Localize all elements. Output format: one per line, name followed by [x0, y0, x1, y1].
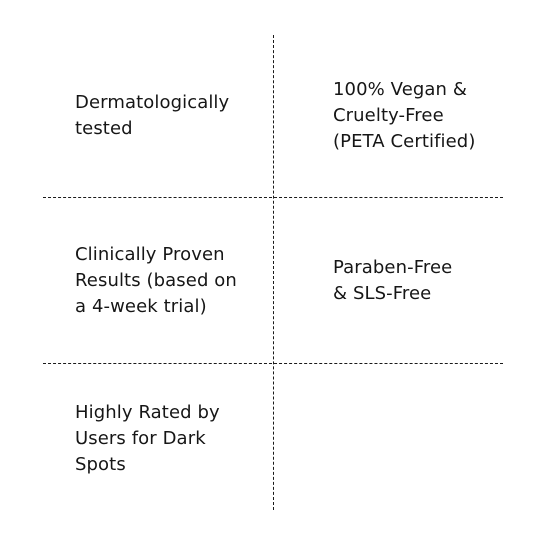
- feature-cell-clinically-proven: Clinically Proven Results (based on a 4-…: [75, 198, 255, 363]
- feature-text: 100% Vegan & Cruelty-Free (PETA Certifie…: [333, 79, 476, 152]
- feature-text: Clinically Proven Results (based on a 4-…: [75, 243, 237, 317]
- horizontal-divider-1: [43, 197, 503, 198]
- feature-cell-dermatologically-tested: Dermatologically tested: [75, 35, 255, 197]
- feature-cell-paraben-sls-free: Paraben-Free & SLS-Free: [333, 198, 508, 363]
- feature-cell-highly-rated: Highly Rated by Users for Dark Spots: [75, 364, 255, 514]
- horizontal-divider-2: [43, 363, 503, 364]
- feature-text: Dermatologically tested: [75, 92, 230, 139]
- feature-text: Highly Rated by Users for Dark Spots: [75, 402, 220, 475]
- feature-text: Paraben-Free & SLS-Free: [333, 256, 453, 304]
- vertical-divider: [273, 35, 274, 510]
- feature-cell-vegan-cruelty-free: 100% Vegan & Cruelty-Free (PETA Certifie…: [333, 35, 508, 197]
